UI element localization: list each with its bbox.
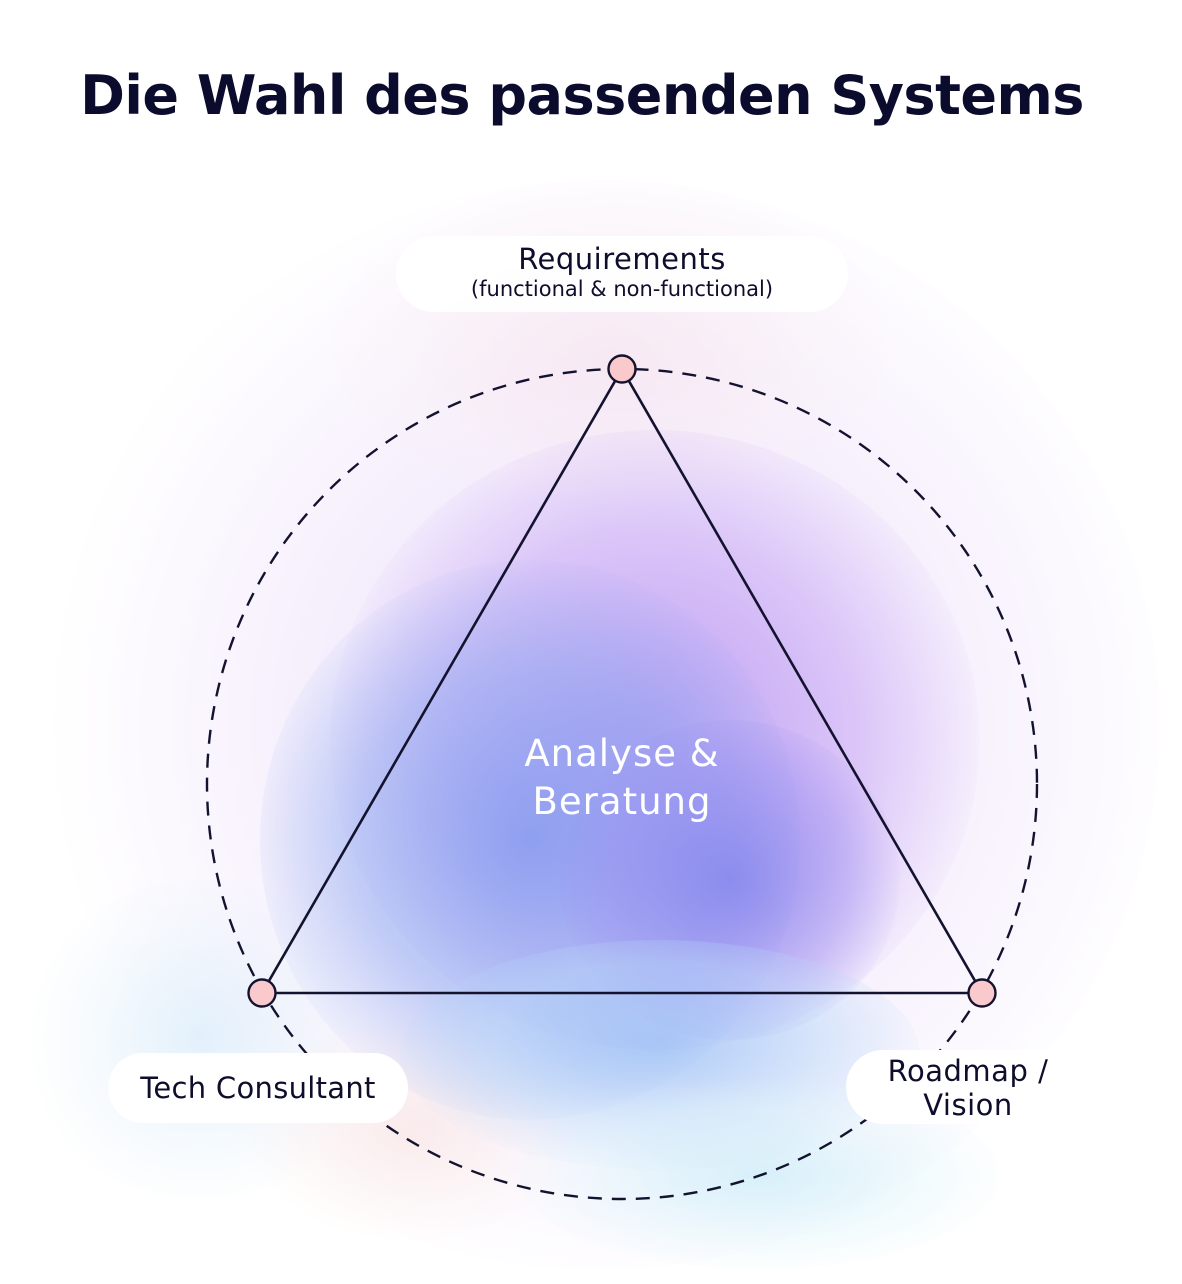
page-title: Die Wahl des passenden Systems xyxy=(80,64,1084,128)
roadmap-line: Roadmap / xyxy=(887,1054,1049,1088)
requirements-title: Requirements xyxy=(518,242,726,276)
node-bottom-right xyxy=(967,978,997,1008)
center-label-line1: Analyse & xyxy=(524,732,720,775)
vision-line: Vision xyxy=(923,1088,1013,1122)
node-top xyxy=(607,354,637,384)
triangle xyxy=(259,366,985,995)
center-label: Analyse & Beratung xyxy=(472,730,772,826)
center-label-line2: Beratung xyxy=(532,780,712,823)
tech-consultant-label: Tech Consultant xyxy=(108,1053,408,1123)
roadmap-vision-label: Roadmap / Vision xyxy=(846,1050,1090,1124)
requirements-subtitle: (functional & non-functional) xyxy=(470,277,774,301)
node-bottom-left xyxy=(247,978,277,1008)
requirements-label: Requirements (functional & non-functiona… xyxy=(396,236,848,312)
